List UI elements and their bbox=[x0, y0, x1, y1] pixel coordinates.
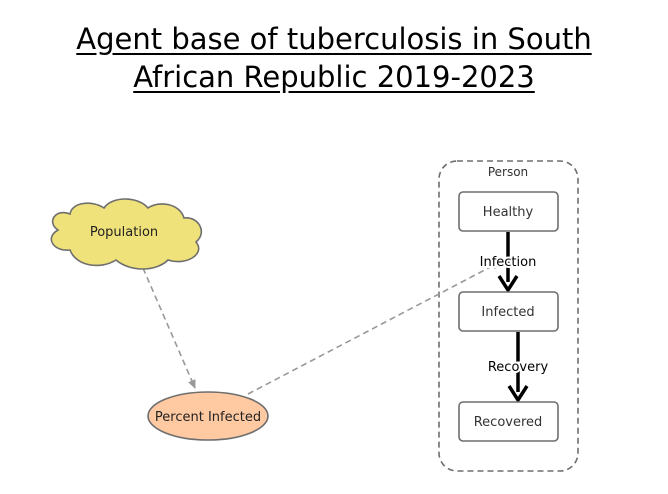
recovered-state-node[interactable]: Recovered bbox=[458, 401, 559, 442]
recovery-transition-label: Recovery bbox=[488, 360, 549, 375]
infected-state-node[interactable]: Infected bbox=[458, 291, 559, 332]
healthy-state-box bbox=[458, 191, 559, 232]
population-to-percent-infected-link bbox=[142, 267, 196, 389]
recovery-transition[interactable]: Recovery bbox=[486, 332, 550, 404]
percent-infected-node[interactable]: Percent Infected bbox=[147, 391, 269, 441]
person-group-frame bbox=[438, 160, 579, 472]
person-group-label: Person bbox=[488, 165, 528, 179]
population-label: Population bbox=[90, 225, 158, 240]
percent-infected-to-infection-link bbox=[247, 261, 501, 395]
recovered-state-box bbox=[458, 401, 559, 442]
healthy-state-label: Healthy bbox=[483, 205, 534, 220]
title-line-1: Agent base of tuberculosis in South bbox=[76, 22, 592, 56]
population-node[interactable]: Population bbox=[50, 198, 202, 270]
title-line-2: African Republic 2019-2023 bbox=[133, 60, 535, 94]
recovered-state-label: Recovered bbox=[474, 415, 543, 430]
diagram-title: Agent base of tuberculosis in South Afri… bbox=[0, 20, 668, 96]
percent-infected-label: Percent Infected bbox=[155, 410, 261, 425]
infection-transition-label: Infection bbox=[480, 255, 537, 270]
infected-state-box bbox=[458, 291, 559, 332]
percent-infected-ellipse bbox=[147, 391, 269, 441]
infection-transition-arrowhead bbox=[497, 275, 519, 294]
healthy-state-node[interactable]: Healthy bbox=[458, 191, 559, 232]
recovery-transition-arrowhead bbox=[507, 385, 529, 404]
population-cloud-shape bbox=[50, 198, 202, 270]
infection-transition[interactable]: Infection bbox=[478, 232, 538, 294]
infected-state-label: Infected bbox=[481, 305, 534, 320]
